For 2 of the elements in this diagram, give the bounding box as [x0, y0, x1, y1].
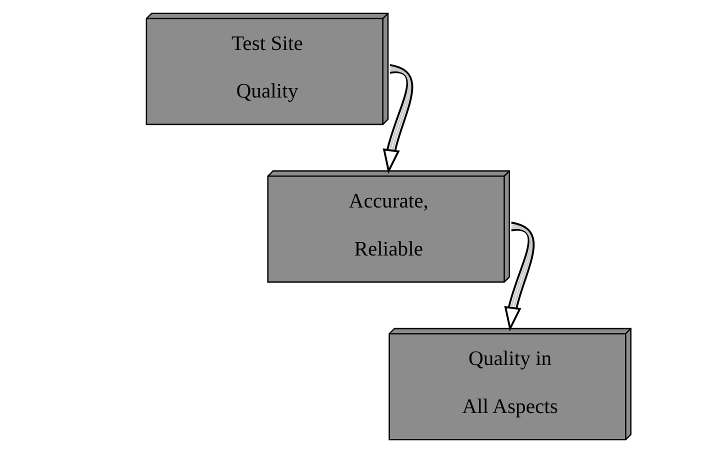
arrow	[504, 222, 535, 332]
arrow	[382, 64, 414, 174]
